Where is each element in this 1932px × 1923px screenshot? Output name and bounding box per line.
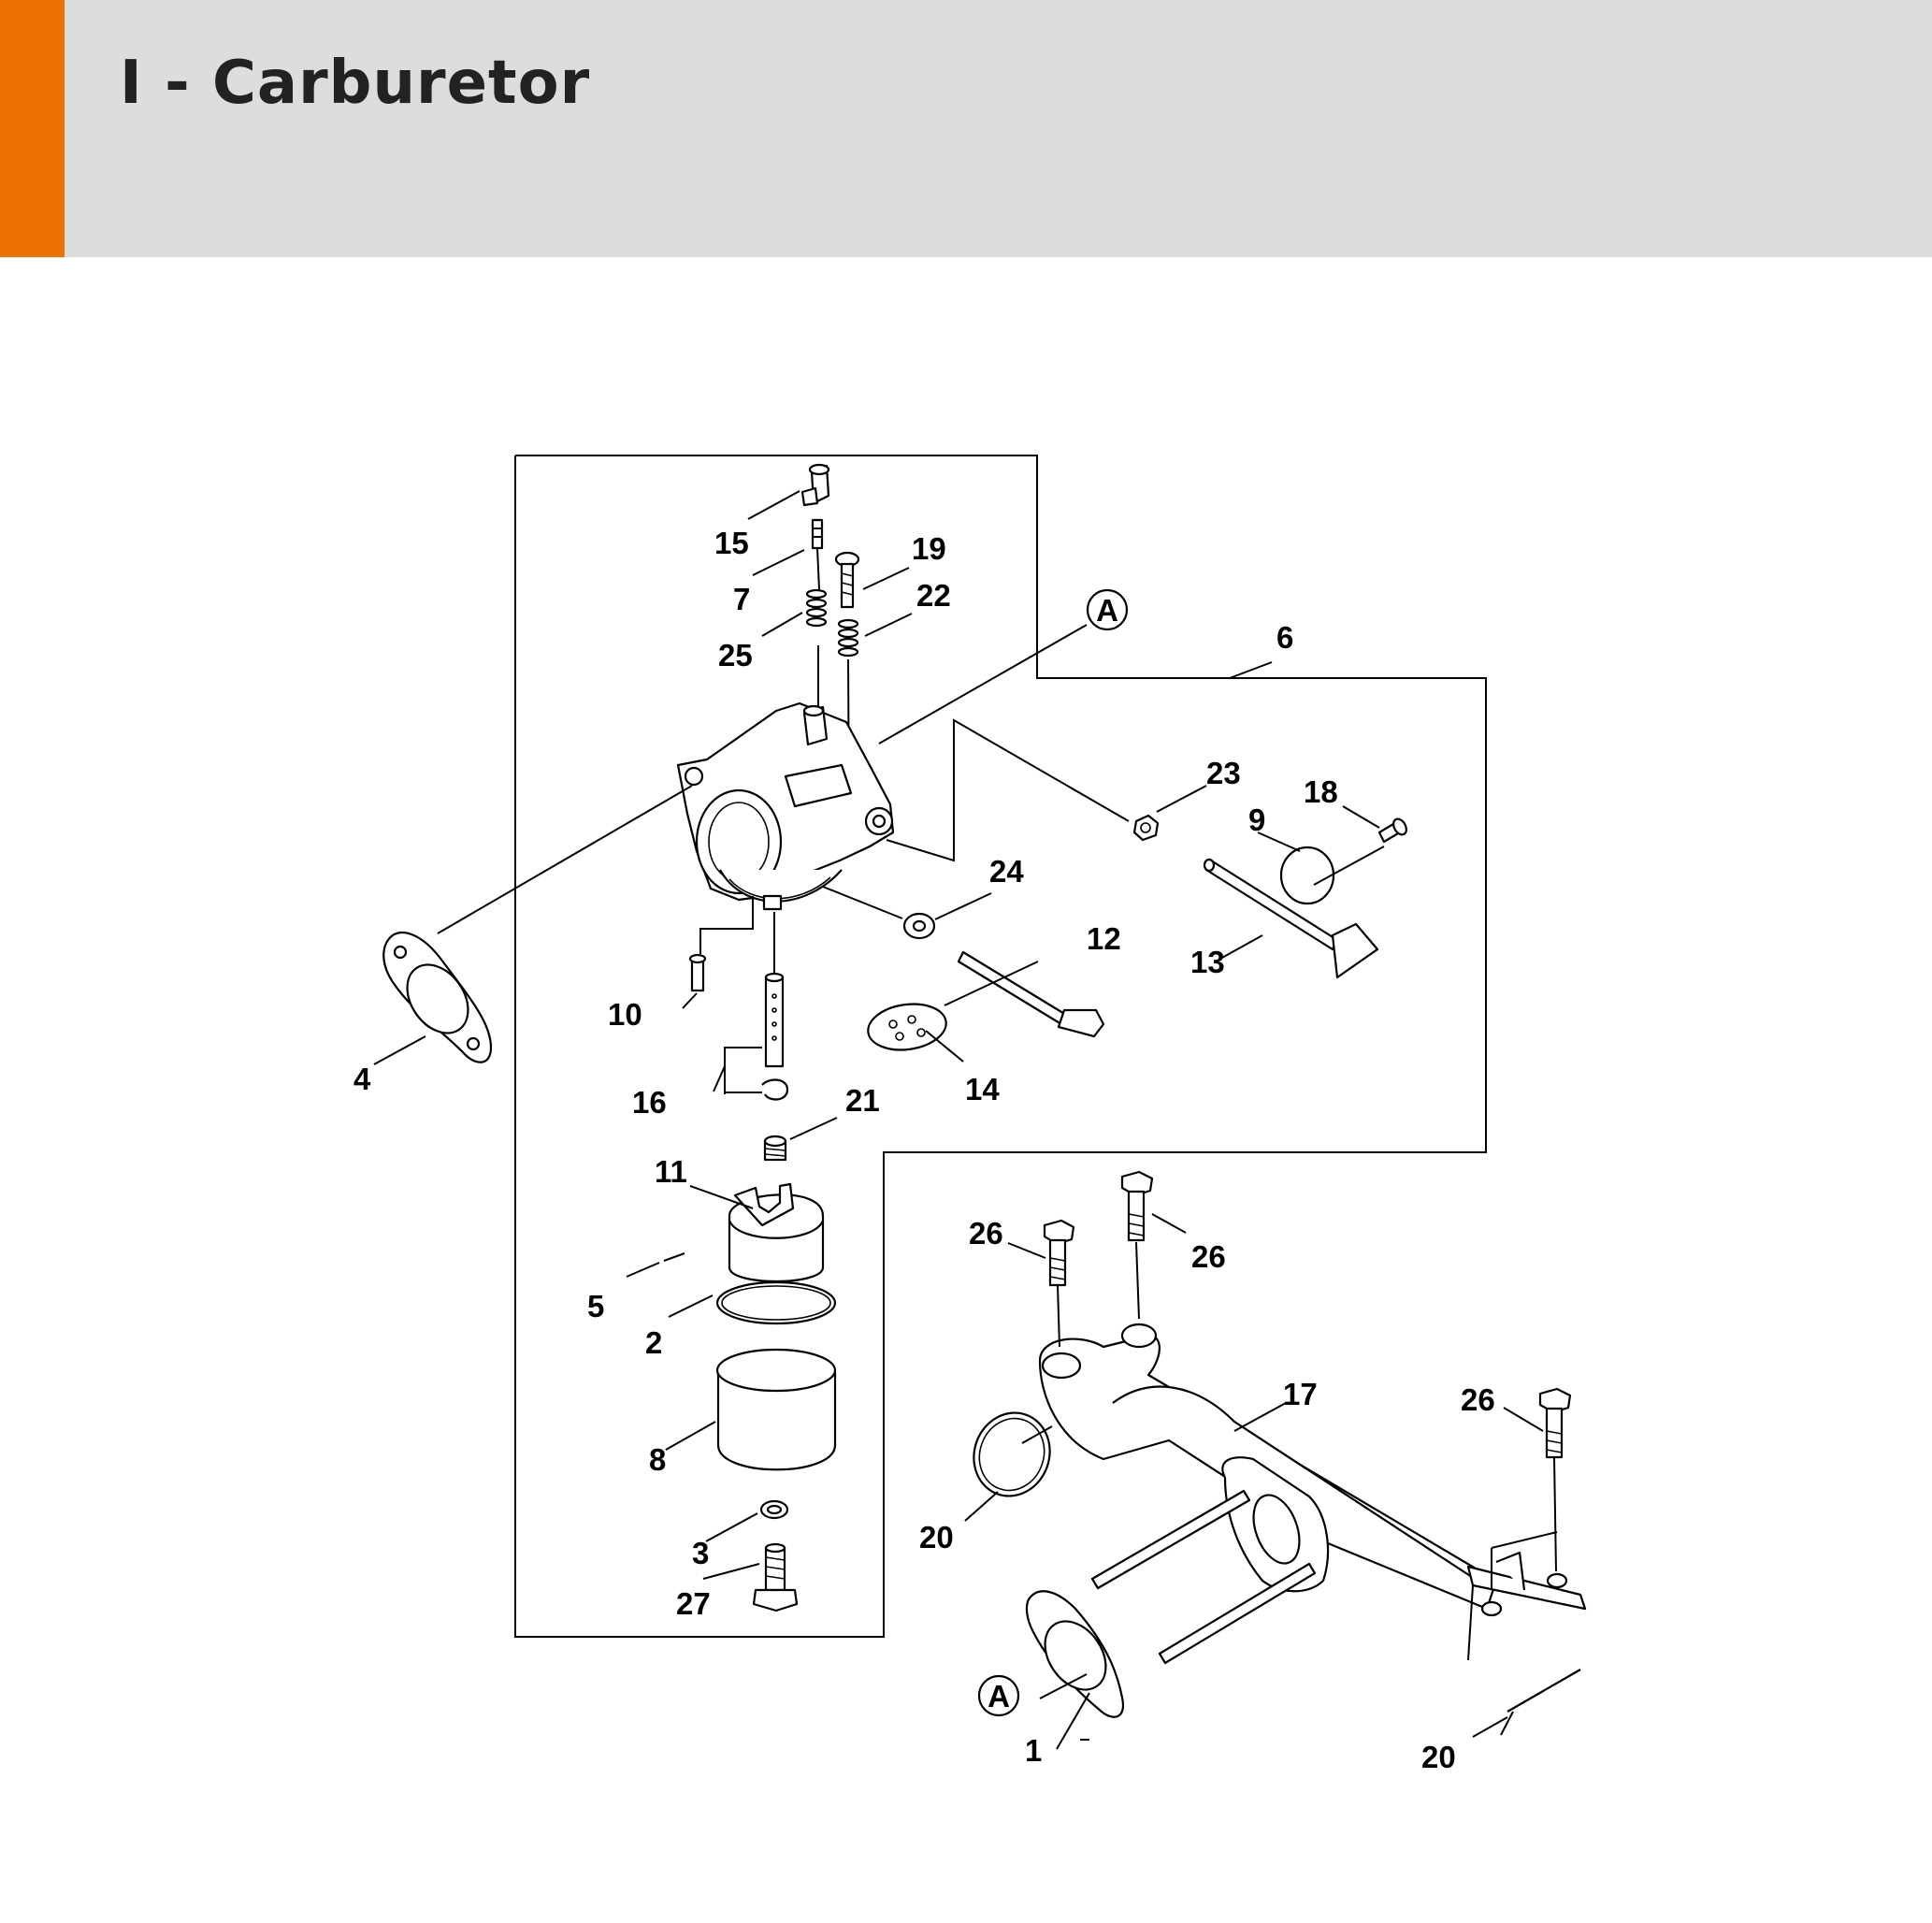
callout-23: 23 [1206, 756, 1241, 790]
part-12-throttle-shaft [957, 950, 1105, 1038]
svg-text:A: A [1096, 593, 1118, 628]
part-14-throttle-plate [867, 1003, 947, 1051]
part-5-pin [663, 1251, 685, 1263]
callout-20-oring: 20 [919, 1520, 954, 1554]
part-11-float [728, 1182, 825, 1283]
page-title: I - Carburetor [120, 49, 591, 118]
callout-18: 18 [1304, 774, 1338, 809]
callout-12: 12 [1087, 921, 1121, 956]
part-9-choke-plate [1279, 846, 1335, 905]
callout-17: 17 [1283, 1377, 1318, 1411]
part-3-washer [759, 1499, 789, 1520]
callout-1: 1 [1025, 1733, 1042, 1768]
part-27-bolt [752, 1542, 799, 1612]
callout-16: 16 [632, 1085, 667, 1120]
part-1-gasket [1025, 1590, 1125, 1718]
callout-26-left: 26 [969, 1216, 1003, 1251]
part-20-spring-pin [1507, 1669, 1581, 1713]
part-24-bushing [902, 912, 936, 940]
leader-lines [373, 490, 1558, 1750]
callout-22: 22 [916, 578, 951, 613]
assembly-group-outline [514, 455, 1487, 1638]
part-26-bolt-left [1043, 1219, 1075, 1287]
callout-2: 2 [645, 1325, 662, 1360]
part-19-screw [834, 551, 860, 609]
callout-26-right: 26 [1461, 1382, 1495, 1417]
callout-26-middle: 26 [1191, 1239, 1226, 1274]
part-26-bolt-right [1538, 1387, 1572, 1459]
page-header: I - Carburetor [0, 0, 1932, 257]
part-15-cap [800, 463, 830, 507]
callout-14: 14 [965, 1072, 1000, 1106]
callout-7: 7 [733, 582, 750, 616]
part-13-choke-shaft [1203, 858, 1379, 979]
part-26-bolt-middle [1120, 1170, 1154, 1242]
reference-marker-a-top: A [1086, 588, 1129, 631]
callout-15: 15 [714, 526, 749, 560]
callout-21: 21 [845, 1083, 880, 1118]
callout-13: 13 [1190, 945, 1225, 979]
part-21-main-jet [763, 1135, 787, 1162]
part-18-screw [1377, 817, 1407, 844]
part-23-nut [1132, 814, 1160, 842]
callout-20-pin: 20 [1421, 1740, 1456, 1774]
part-10-jet [688, 953, 707, 992]
header-accent-bar [0, 0, 65, 257]
callout-4: 4 [353, 1062, 371, 1096]
callout-10: 10 [608, 997, 642, 1032]
callout-labels: 15 7 25 19 22 6 23 18 9 24 12 13 4 10 16… [353, 526, 1495, 1774]
callout-6: 6 [1276, 620, 1293, 655]
callout-27: 27 [676, 1586, 711, 1621]
carburetor-body [676, 701, 895, 911]
part-17-intake-manifold [1038, 1323, 1587, 1661]
callout-5: 5 [587, 1289, 604, 1323]
part-7-needle [811, 518, 824, 590]
callout-8: 8 [649, 1442, 666, 1477]
part-20-o-ring [973, 1411, 1051, 1497]
part-16-emulsion-tube [761, 972, 789, 1101]
part-4-gasket [382, 932, 493, 1063]
callout-11: 11 [655, 1154, 687, 1189]
callout-25: 25 [718, 638, 753, 672]
callout-19: 19 [912, 531, 946, 566]
reference-marker-a-bottom: A [977, 1674, 1020, 1717]
part-2-o-ring [715, 1280, 837, 1325]
part-studs [1090, 1489, 1317, 1665]
svg-text:A: A [988, 1679, 1010, 1713]
part-8-float-bowl [715, 1348, 837, 1471]
part-25-spring [805, 588, 828, 739]
callout-3: 3 [692, 1536, 709, 1570]
callout-9: 9 [1248, 802, 1265, 837]
callout-24: 24 [989, 854, 1024, 889]
